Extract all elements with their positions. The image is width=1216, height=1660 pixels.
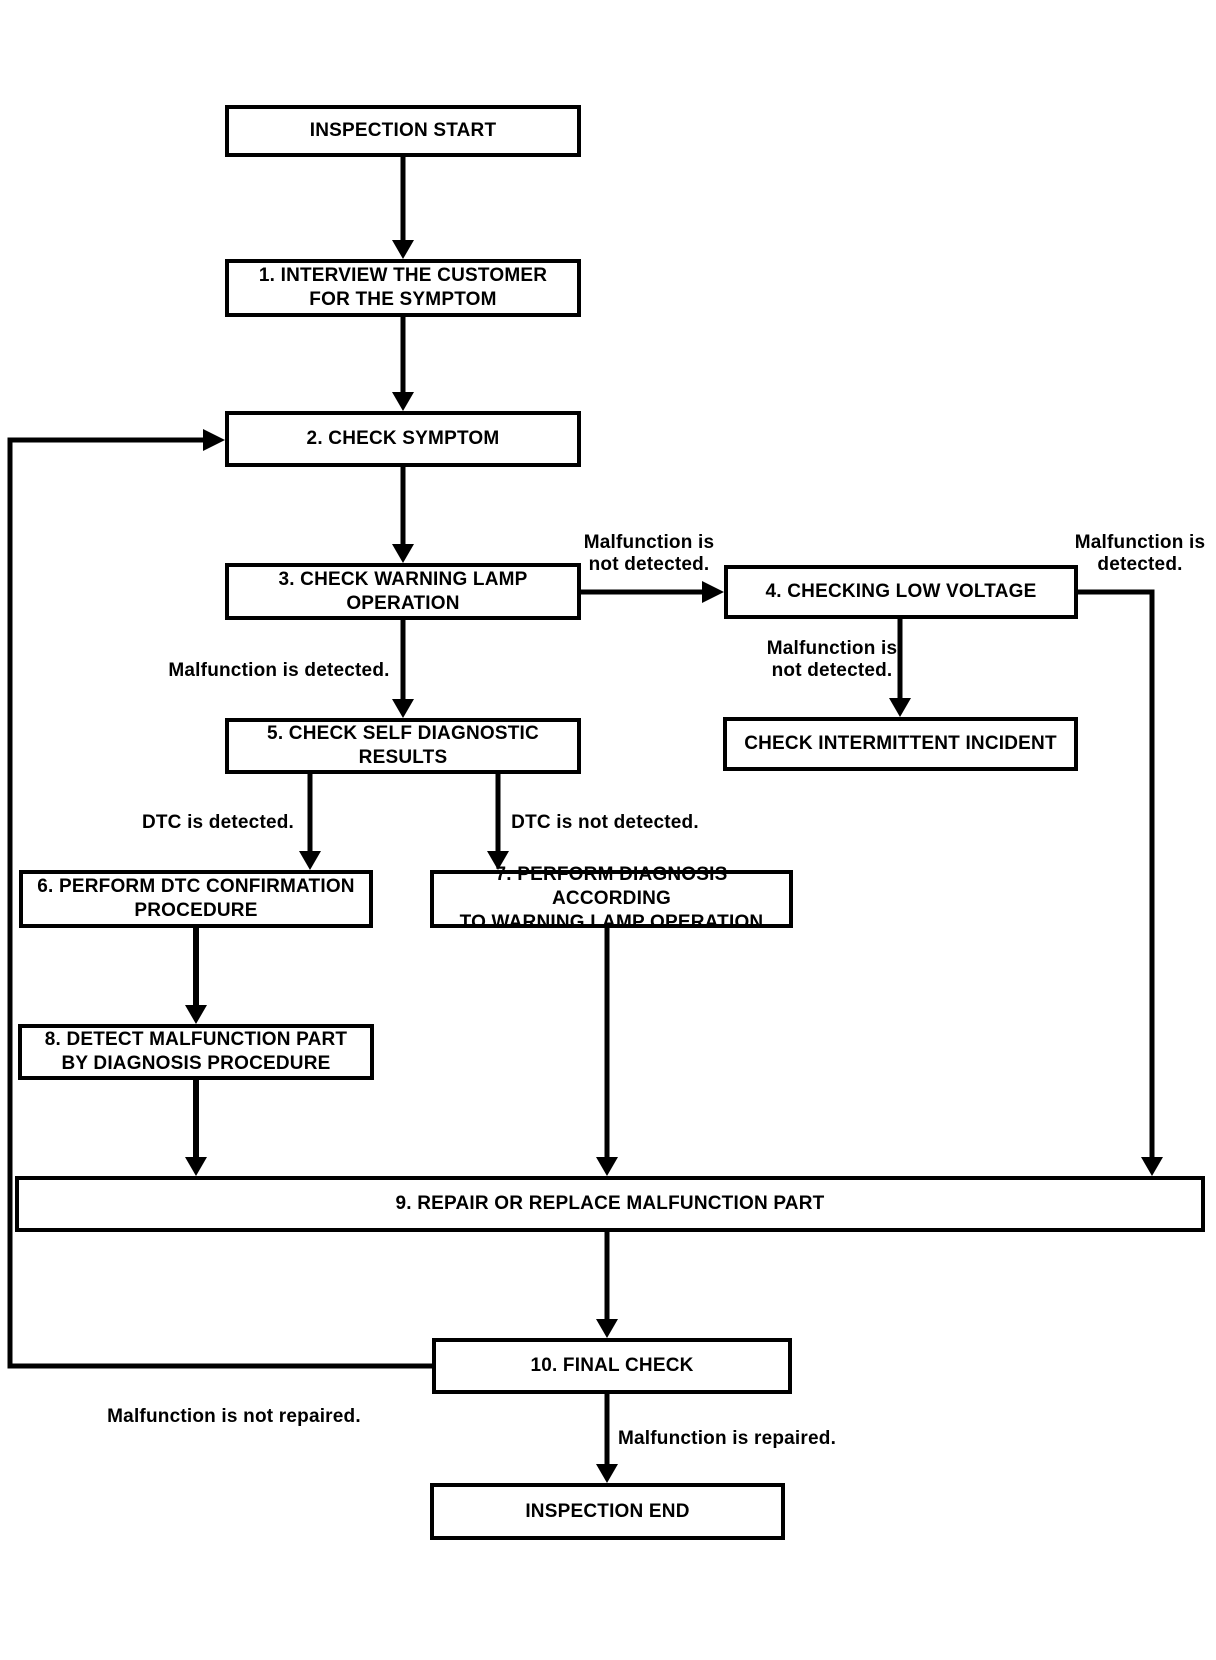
edge-step3-to-step4 <box>581 581 724 603</box>
label-lamp-malfunction-not-detected: Malfunction is not detected. <box>583 532 715 575</box>
edge-step10-to-step2-loop <box>7 429 432 1369</box>
node-step-10: 10. FINAL CHECK <box>432 1338 792 1394</box>
edge-step4-to-intermittent <box>889 619 911 717</box>
edge-step9-to-step10 <box>596 1232 618 1338</box>
label-malfunction-repaired: Malfunction is repaired. <box>618 1428 837 1449</box>
node-step-7: 7. PERFORM DIAGNOSIS ACCORDING TO WARNIN… <box>430 864 793 933</box>
node-inspection-start: INSPECTION START <box>225 105 581 157</box>
edge-step3-to-step5 <box>392 620 414 718</box>
edge-step6-to-step8 <box>185 928 207 1024</box>
label-dtc-detected: DTC is detected. <box>141 812 295 833</box>
label-dtc-not-detected: DTC is not detected. <box>511 812 699 833</box>
node-step-4: 4. CHECKING LOW VOLTAGE <box>724 565 1078 619</box>
node-step-1: 1. INTERVIEW THE CUSTOMER FOR THE SYMPTO… <box>225 259 581 317</box>
node-inspection-end: INSPECTION END <box>430 1483 785 1540</box>
label-malfunction-not-repaired: Malfunction is not repaired. <box>107 1406 361 1427</box>
edge-start-to-step1 <box>392 157 414 259</box>
edge-step8-to-step9 <box>185 1080 207 1176</box>
edge-step4-to-step9 <box>1078 589 1163 1176</box>
label-voltage-malfunction-not-detected: Malfunction is not detected. <box>766 638 898 681</box>
label-lamp-malfunction-detected: Malfunction is detected. <box>168 660 390 681</box>
edge-step7-to-step9 <box>596 928 618 1176</box>
edge-step1-to-step2 <box>392 317 414 411</box>
node-step-8: 8. DETECT MALFUNCTION PART BY DIAGNOSIS … <box>18 1024 374 1080</box>
node-step-9: 9. REPAIR OR REPLACE MALFUNCTION PART <box>15 1176 1205 1232</box>
edge-step5-to-step6 <box>299 774 321 870</box>
node-step-5: 5. CHECK SELF DIAGNOSTIC RESULTS <box>225 718 581 774</box>
edge-step5-to-step7 <box>487 774 509 870</box>
node-step-6: 6. PERFORM DTC CONFIRMATION PROCEDURE <box>19 870 373 928</box>
node-step-2: 2. CHECK SYMPTOM <box>225 411 581 467</box>
edge-step10-to-end <box>596 1394 618 1483</box>
edge-step2-to-step3 <box>392 467 414 563</box>
node-step-3: 3. CHECK WARNING LAMP OPERATION <box>225 563 581 620</box>
node-check-intermittent-incident: CHECK INTERMITTENT INCIDENT <box>723 717 1078 771</box>
label-voltage-malfunction-detected: Malfunction is detected. <box>1074 532 1206 575</box>
